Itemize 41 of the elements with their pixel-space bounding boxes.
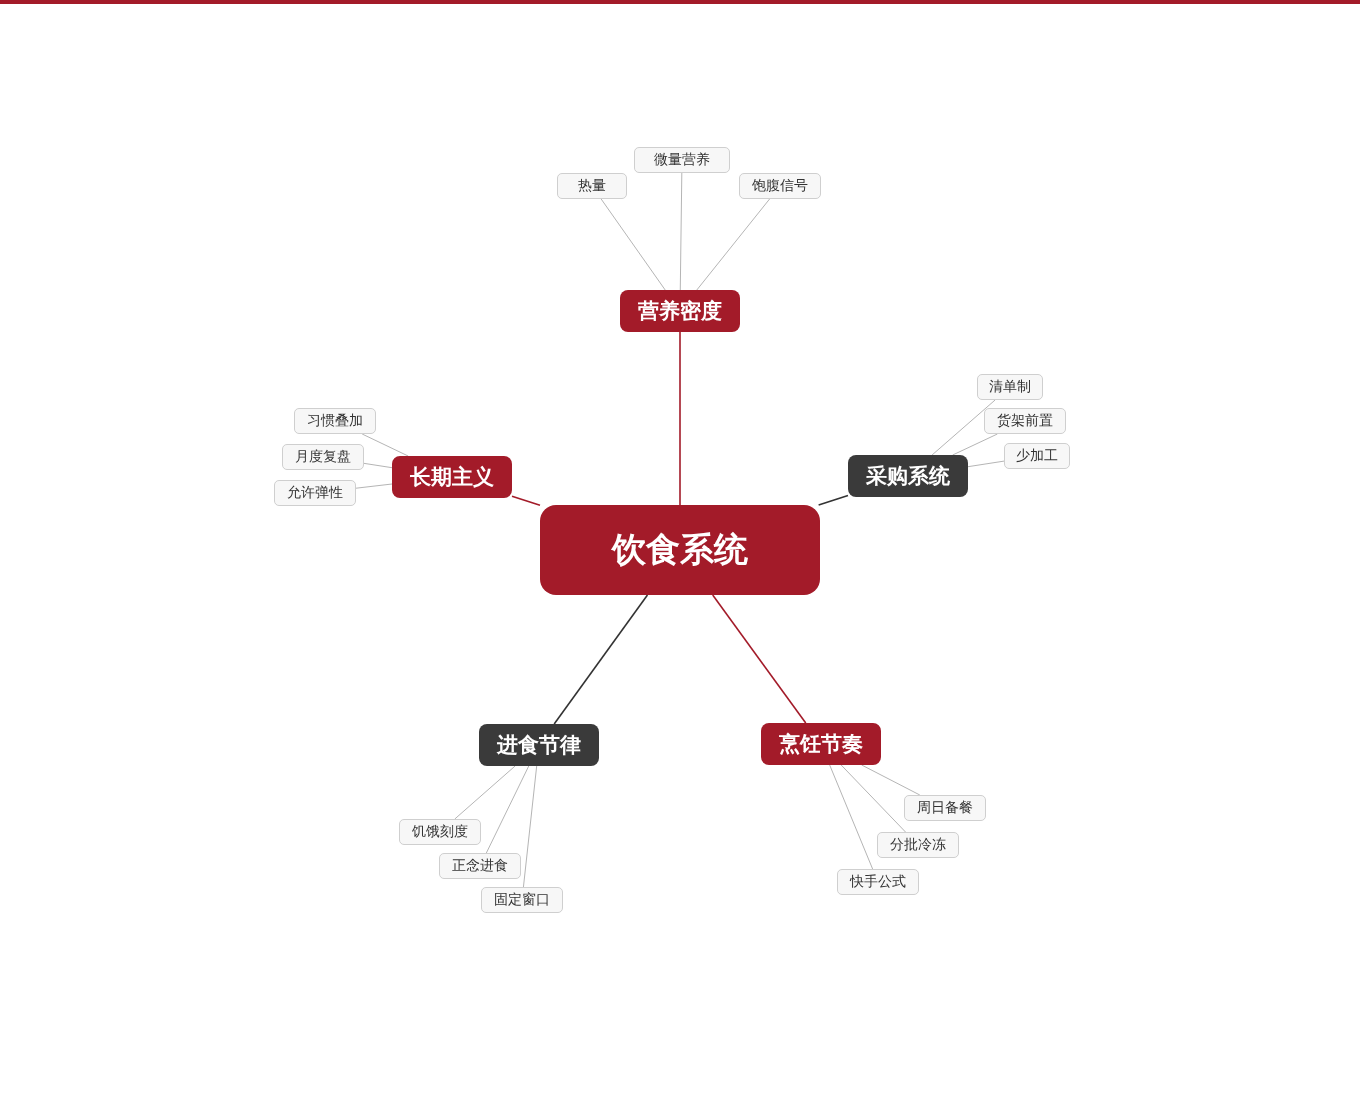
branch-topic-box: 采购系统 [848,455,968,497]
connector-line [696,198,771,291]
branch-topic-box: 烹饪节奏 [761,723,881,765]
connector-line [511,495,541,506]
branch-topic-box: 长期主义 [392,456,512,498]
subtopic-box: 饥饿刻度 [399,819,481,845]
central-topic-box: 饮食系统 [540,505,820,595]
subtopic-box: 饱腹信号 [739,173,821,199]
connector-line [840,764,906,833]
connector-line [931,399,996,456]
connector-line [861,764,921,796]
connector-line [553,594,649,725]
branch-topic-box: 进食节律 [479,724,599,766]
connector-line [679,331,681,506]
connector-line [363,462,393,469]
branch-topic-box: 营养密度 [620,290,740,332]
subtopic-box: 习惯叠加 [294,408,376,434]
subtopic-box: 允许弹性 [274,480,356,506]
connector-line [952,433,998,456]
subtopic-box: 周日备餐 [904,795,986,821]
subtopic-box: 快手公式 [837,869,919,895]
subtopic-box: 热量 [557,173,627,199]
subtopic-box: 微量营养 [634,147,730,173]
connector-line [355,483,393,489]
subtopic-box: 清单制 [977,374,1043,400]
subtopic-box: 固定窗口 [481,887,563,913]
connector-line [679,172,683,291]
connector-line [485,765,530,854]
connector-line [600,198,666,291]
connector-line [829,764,874,870]
connector-line [817,494,849,506]
connector-line [454,765,516,820]
subtopic-box: 货架前置 [984,408,1066,434]
connector-line [711,594,807,724]
connector-line [967,460,1005,468]
subtopic-box: 月度复盘 [282,444,364,470]
subtopic-box: 少加工 [1004,443,1070,469]
connector-line [522,765,538,888]
connector-line [361,433,409,457]
subtopic-box: 正念进食 [439,853,521,879]
subtopic-box: 分批冷冻 [877,832,959,858]
